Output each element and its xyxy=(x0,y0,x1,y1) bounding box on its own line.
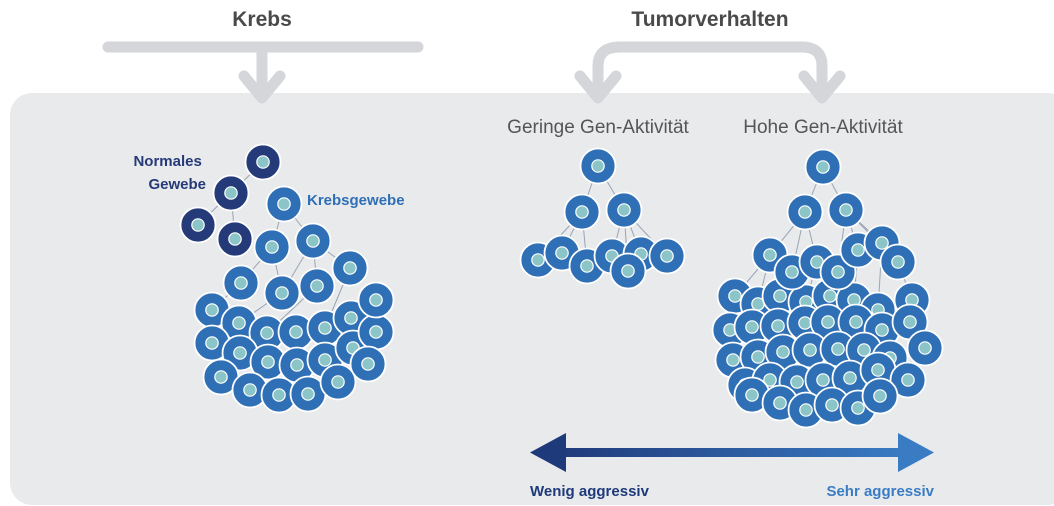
cancer-cell xyxy=(231,371,269,409)
header-tumorverhalten: Tumorverhalten xyxy=(631,8,788,31)
cancer-cell xyxy=(648,237,686,275)
aggressiveness-arrow xyxy=(530,433,934,472)
cancer-cell xyxy=(263,274,301,312)
cancer-cell xyxy=(804,148,842,186)
cancer-cell xyxy=(265,185,303,223)
low-activity-cluster xyxy=(519,147,686,290)
cancer-cell xyxy=(260,376,298,414)
cancer-cell xyxy=(889,361,927,399)
cancer-cell xyxy=(906,329,944,367)
cancer-cell xyxy=(859,351,897,389)
cancer-cell xyxy=(319,363,357,401)
header-krebs: Krebs xyxy=(232,8,292,31)
cancer-cell xyxy=(861,377,899,415)
cancer-cell xyxy=(605,191,643,229)
cancer-cell xyxy=(357,281,395,319)
cancer-cell xyxy=(202,358,240,396)
cancer-cell xyxy=(827,191,865,229)
cancer-cell xyxy=(786,193,824,231)
cancer-cell xyxy=(733,308,771,346)
cancer-cell xyxy=(253,228,291,266)
tumorverhalten-arrow xyxy=(574,41,846,104)
label-cancer-tissue: Krebsgewebe xyxy=(307,192,405,209)
cancer-cell xyxy=(294,222,332,260)
label-high-gene-activity: Hohe Gen-Aktivität xyxy=(743,117,903,138)
cancer-cell xyxy=(563,193,601,231)
label-normal-line2: Gewebe xyxy=(148,176,206,193)
cancer-cell xyxy=(220,304,258,342)
label-low-aggressive: Wenig aggressiv xyxy=(530,483,650,500)
cancer-cell xyxy=(609,252,647,290)
cancer-cell xyxy=(733,376,771,414)
normal-cell xyxy=(244,143,282,181)
cancer-cell xyxy=(357,313,395,351)
cancer-cell xyxy=(879,243,917,281)
label-normal-line1: Normales xyxy=(133,153,201,170)
cancer-cell xyxy=(579,147,617,185)
normal-cell xyxy=(179,206,217,244)
krebs-arrow xyxy=(102,41,424,104)
cancer-cell xyxy=(331,249,369,287)
cancer-cell xyxy=(349,345,387,383)
label-high-aggressive: Sehr aggressiv xyxy=(826,483,934,500)
cancer-cell xyxy=(222,264,260,302)
cancer-cell xyxy=(298,267,336,305)
normal-cell xyxy=(212,174,250,212)
label-normal-tissue: Normales Gewebe xyxy=(133,153,206,193)
normal-cell xyxy=(216,220,254,258)
high-activity-cluster xyxy=(711,148,944,429)
left-tissue-cluster xyxy=(179,143,395,414)
label-low-gene-activity: Geringe Gen-Aktivität xyxy=(507,117,689,138)
cancer-cell xyxy=(289,375,327,413)
